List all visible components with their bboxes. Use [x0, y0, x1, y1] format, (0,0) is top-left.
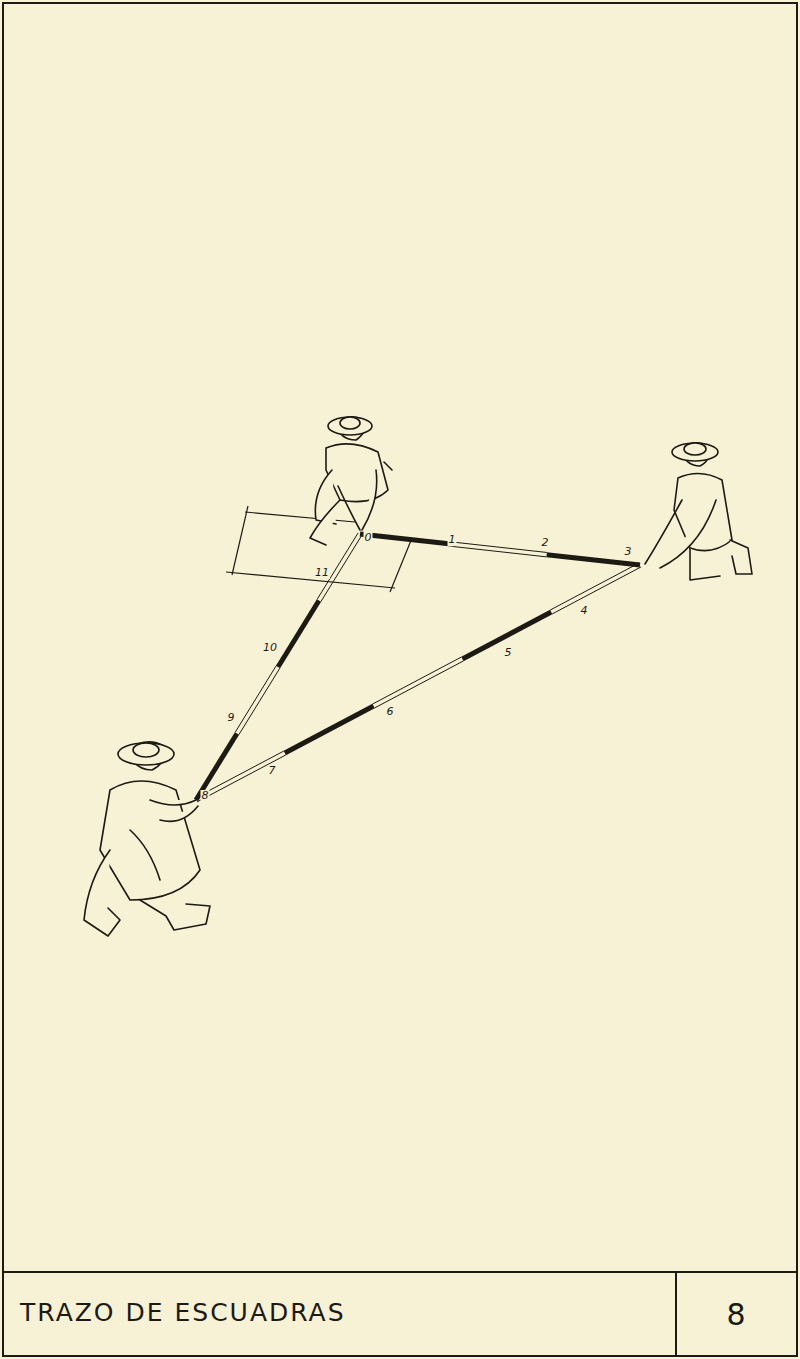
rope-segment [375, 661, 464, 708]
callout-number: 6 [386, 706, 395, 718]
title-rule [3, 1271, 797, 1273]
callout-number: 7 [268, 765, 277, 777]
callout-number: 10 [262, 642, 278, 654]
rope-segment [552, 567, 641, 614]
page-number: 8 [726, 1297, 745, 1332]
callout-number: 3 [624, 546, 633, 558]
callout-number: 4 [580, 605, 589, 617]
callout-number: 5 [504, 647, 513, 659]
rope-segment [235, 666, 276, 733]
rope-segment [239, 668, 280, 735]
worker-figure [310, 417, 392, 545]
callout-number: 2 [541, 537, 550, 549]
worker-figure [645, 443, 752, 580]
rope-segment [278, 601, 319, 668]
rope [195, 533, 641, 802]
frame [3, 3, 797, 1356]
rope-segment [462, 612, 551, 659]
rope-segment [285, 706, 374, 753]
callout-number: 1 [448, 534, 457, 546]
title-divider [675, 1272, 677, 1356]
rope-segment [550, 563, 639, 610]
worker-figure [84, 742, 210, 936]
rope-segment [360, 534, 453, 544]
rope-segment [453, 547, 546, 557]
callout-number: 11 [314, 567, 330, 579]
callout-number: 9 [227, 712, 236, 724]
rope-segment [373, 657, 462, 704]
callout-number: 8 [201, 790, 210, 802]
rope-segment [454, 542, 547, 552]
callout-number: 0 [364, 532, 373, 544]
title: TRAZO DE ESCUADRAS [20, 1298, 346, 1327]
